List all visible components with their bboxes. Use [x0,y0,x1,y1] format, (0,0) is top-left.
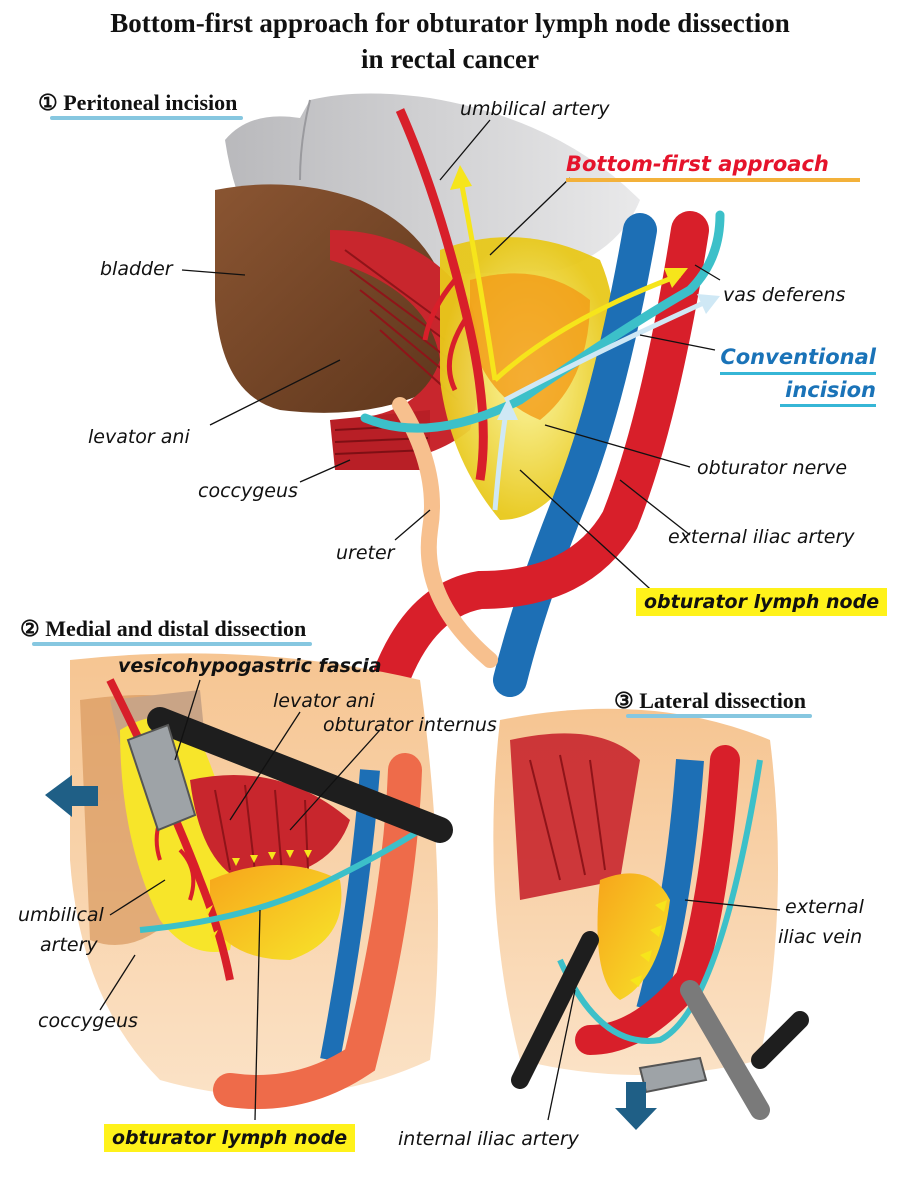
label-obturator-nerve: obturator nerve [697,457,848,479]
instrument-2 [147,707,453,843]
label-obturator-internus: obturator internus [323,714,497,736]
label-umbilical-2b: artery [40,934,98,956]
ureter-vessel [392,397,498,668]
section-1-heading: ① Peritoneal incision [38,90,244,120]
title-line-2: in rectal cancer [361,44,539,74]
external-iliac-vein-3 [636,759,704,1014]
label-umbilical-2a: umbilical [18,904,104,926]
label-bladder: bladder [100,258,173,280]
label-vesicohypogastric-fascia: vesicohypogastric fascia [118,655,382,677]
external-iliac-artery-3 [575,745,740,1055]
traction-arrow-down [615,1082,657,1130]
dissection-arrows-2 [205,850,312,940]
retractor-2 [126,723,197,832]
bottom-first-arrow-1 [457,174,498,381]
section-1-text: ① Peritoneal incision [38,90,238,115]
title-line-1: Bottom-first approach for obturator lymp… [110,8,790,38]
label-external-iliac-vein-a: external [785,896,864,918]
panel1-illustration [215,93,725,699]
label-levator-ani-2: levator ani [273,690,375,712]
dissection-arrows-3 [630,900,667,987]
label-conventional: Conventional [720,345,876,369]
leader-lines [99,119,781,1121]
label-coccygeus-2: coccygeus [38,1010,138,1032]
label-bottom-first-approach: Bottom-first approach [566,152,829,176]
instrument-3a [511,931,599,1089]
instrument-3b [680,980,770,1120]
obturator-node-3 [597,873,670,1000]
section-2-heading: ② Medial and distal dissection [20,616,313,646]
label-incision: incision [785,378,876,402]
bottom-first-arrow-2 [493,272,681,382]
label-ureter: ureter [336,542,395,564]
label-levator-ani-1: levator ani [88,426,190,448]
section-3-underline [626,714,813,718]
traction-arrow-left [45,775,98,817]
conventional-underline-1 [720,372,876,375]
section-2-text: ② Medial and distal dissection [20,616,307,641]
section-2-underline [32,642,313,646]
label-external-iliac-artery: external iliac artery [668,526,855,548]
label-external-iliac-vein-b: iliac vein [778,926,863,948]
external-iliac-vein-1 [493,213,657,697]
label-coccygeus-1: coccygeus [198,480,298,502]
bottom-first-underline [566,178,860,182]
conventional-underline-2 [780,404,876,407]
label-internal-iliac-artery: internal iliac artery [398,1128,579,1150]
conventional-arrow-2 [503,297,712,403]
panel3-illustration [493,708,809,1130]
panel2-illustration [45,653,453,1109]
vas-deferens-vessel [360,210,725,433]
label-umbilical-artery-1: umbilical artery [460,98,610,120]
label-obturator-lymph-node-1: obturator lymph node [636,588,888,616]
section-3-heading: ③ Lateral dissection [614,688,813,718]
umbilical-artery-vessel [395,108,488,481]
instrument-3c [751,1011,809,1069]
label-vas-deferens: vas deferens [723,284,846,306]
label-obturator-lymph-node-2: obturator lymph node [104,1124,356,1152]
section-3-text: ③ Lateral dissection [614,688,807,713]
section-1-underline [50,116,244,120]
